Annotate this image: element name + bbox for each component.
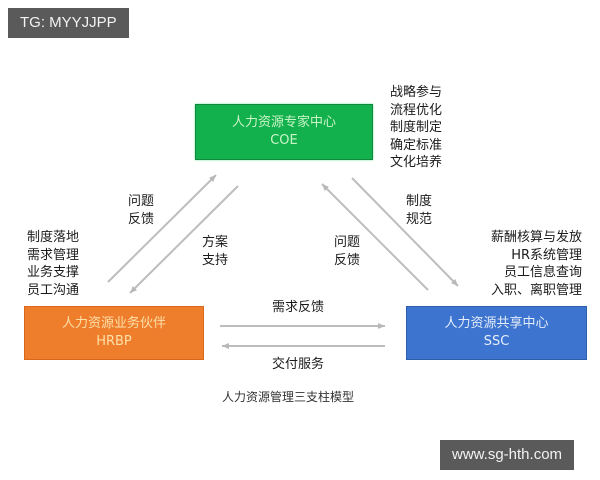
watermark-top-left: TG: MYYJJPP	[8, 8, 129, 38]
node-hrbp-abbr: HRBP	[96, 334, 132, 349]
ssc-duty: 入职、离职管理	[490, 282, 582, 298]
ssc-duty: 员工信息查询	[503, 265, 582, 280]
label-line: 方案	[202, 235, 229, 250]
hrbp-duty: 制度落地	[27, 230, 80, 245]
arrow-coe-to-hrbp	[129, 185, 239, 294]
label-coe-to-hrbp: 方案 支持	[202, 234, 228, 270]
coe-duties-list: 战略参与 流程优化 制度制定 确定标准 文化培养	[390, 84, 442, 172]
ssc-duties-list: 薪酬核算与发放 HR系统管理 员工信息查询 入职、离职管理	[491, 229, 582, 299]
hrbp-duty: 员工沟通	[27, 282, 80, 298]
label-ssc-to-coe: 问题 反馈	[334, 234, 360, 270]
watermark-bottom-right: www.sg-hth.com	[440, 440, 575, 470]
coe-duty: 流程优化	[390, 102, 443, 118]
node-hrbp: 人力资源业务伙伴 HRBP	[24, 306, 204, 360]
node-hrbp-title: 人力资源业务伙伴	[61, 316, 166, 331]
ssc-duty: 薪酬核算与发放	[490, 230, 582, 245]
node-coe: 人力资源专家中心 COE	[195, 104, 373, 160]
diagram-caption: 人力资源管理三支柱模型	[222, 390, 355, 404]
hrbp-duty: 需求管理	[27, 247, 80, 263]
arrow-hrbp-to-coe	[107, 174, 217, 283]
node-ssc-title: 人力资源共享中心	[444, 316, 549, 331]
label-line: 问题	[334, 235, 361, 250]
node-ssc: 人力资源共享中心 SSC	[406, 306, 587, 360]
label-ssc-to-hrbp: 交付服务	[272, 357, 325, 372]
label-line: 规范	[406, 212, 433, 227]
node-coe-title: 人力资源专家中心	[231, 115, 336, 130]
label-line: 反馈	[334, 253, 361, 268]
arrow-coe-to-ssc	[351, 177, 459, 287]
ssc-duty: HR系统管理	[511, 247, 582, 263]
label-hrbp-to-coe: 问题 反馈	[128, 193, 154, 229]
hrbp-duty: 业务支撑	[27, 265, 80, 280]
arrow-ssc-to-coe	[321, 183, 429, 291]
hrbp-duties-list: 制度落地 需求管理 业务支撑 员工沟通	[27, 229, 79, 299]
label-line: 反馈	[128, 212, 155, 227]
label-line: 支持	[202, 253, 229, 268]
label-line: 制度	[406, 194, 433, 209]
coe-duty: 文化培养	[390, 155, 443, 170]
node-coe-abbr: COE	[270, 133, 298, 148]
node-ssc-abbr: SSC	[483, 334, 510, 349]
coe-duty: 确定标准	[390, 137, 443, 153]
label-coe-to-ssc: 制度 规范	[406, 193, 432, 229]
coe-duty: 制度制定	[390, 120, 443, 135]
label-hrbp-to-ssc: 需求反馈	[272, 300, 325, 315]
label-line: 问题	[128, 194, 155, 209]
coe-duty: 战略参与	[390, 85, 443, 100]
